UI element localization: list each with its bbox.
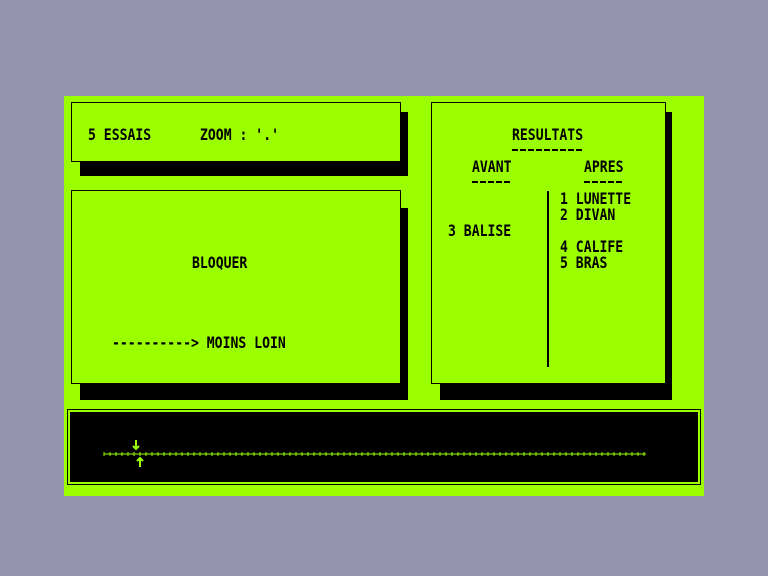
avant-underline — [472, 181, 512, 183]
apres-item: 5 BRAS — [560, 253, 608, 272]
essais-count: 5 ESSAIS — [88, 125, 152, 144]
hint-word: BLOQUER — [192, 253, 248, 272]
apres-header: APRES — [584, 157, 624, 176]
results-panel: RESULTATS AVANT APRES 3 BALISE 1 LUNETTE… — [431, 102, 666, 384]
apres-underline — [584, 181, 624, 183]
hint-panel: BLOQUER ----------> MOINS LOIN — [71, 190, 401, 384]
results-title-underline — [512, 149, 584, 151]
direction-hint: ----------> MOINS LOIN — [112, 333, 286, 352]
results-divider — [547, 191, 549, 367]
apres-item: 1 LUNETTE — [560, 189, 632, 208]
apres-item: 2 DIVAN — [560, 205, 616, 224]
upper-marker-icon — [132, 440, 140, 451]
info-panel: 5 ESSAIS ZOOM : '.' — [71, 102, 401, 162]
results-title: RESULTATS — [512, 125, 584, 144]
zoom-indicator: ZOOM : '.' — [200, 125, 279, 144]
ruler-bar — [67, 409, 701, 485]
lower-marker-icon — [136, 456, 144, 467]
avant-header: AVANT — [472, 157, 512, 176]
game-screen: 5 ESSAIS ZOOM : '.' BLOQUER ----------> … — [64, 96, 704, 496]
avant-item: 3 BALISE — [448, 221, 512, 240]
apres-item: 4 CALIFE — [560, 237, 624, 256]
ruler-scale — [103, 440, 646, 467]
